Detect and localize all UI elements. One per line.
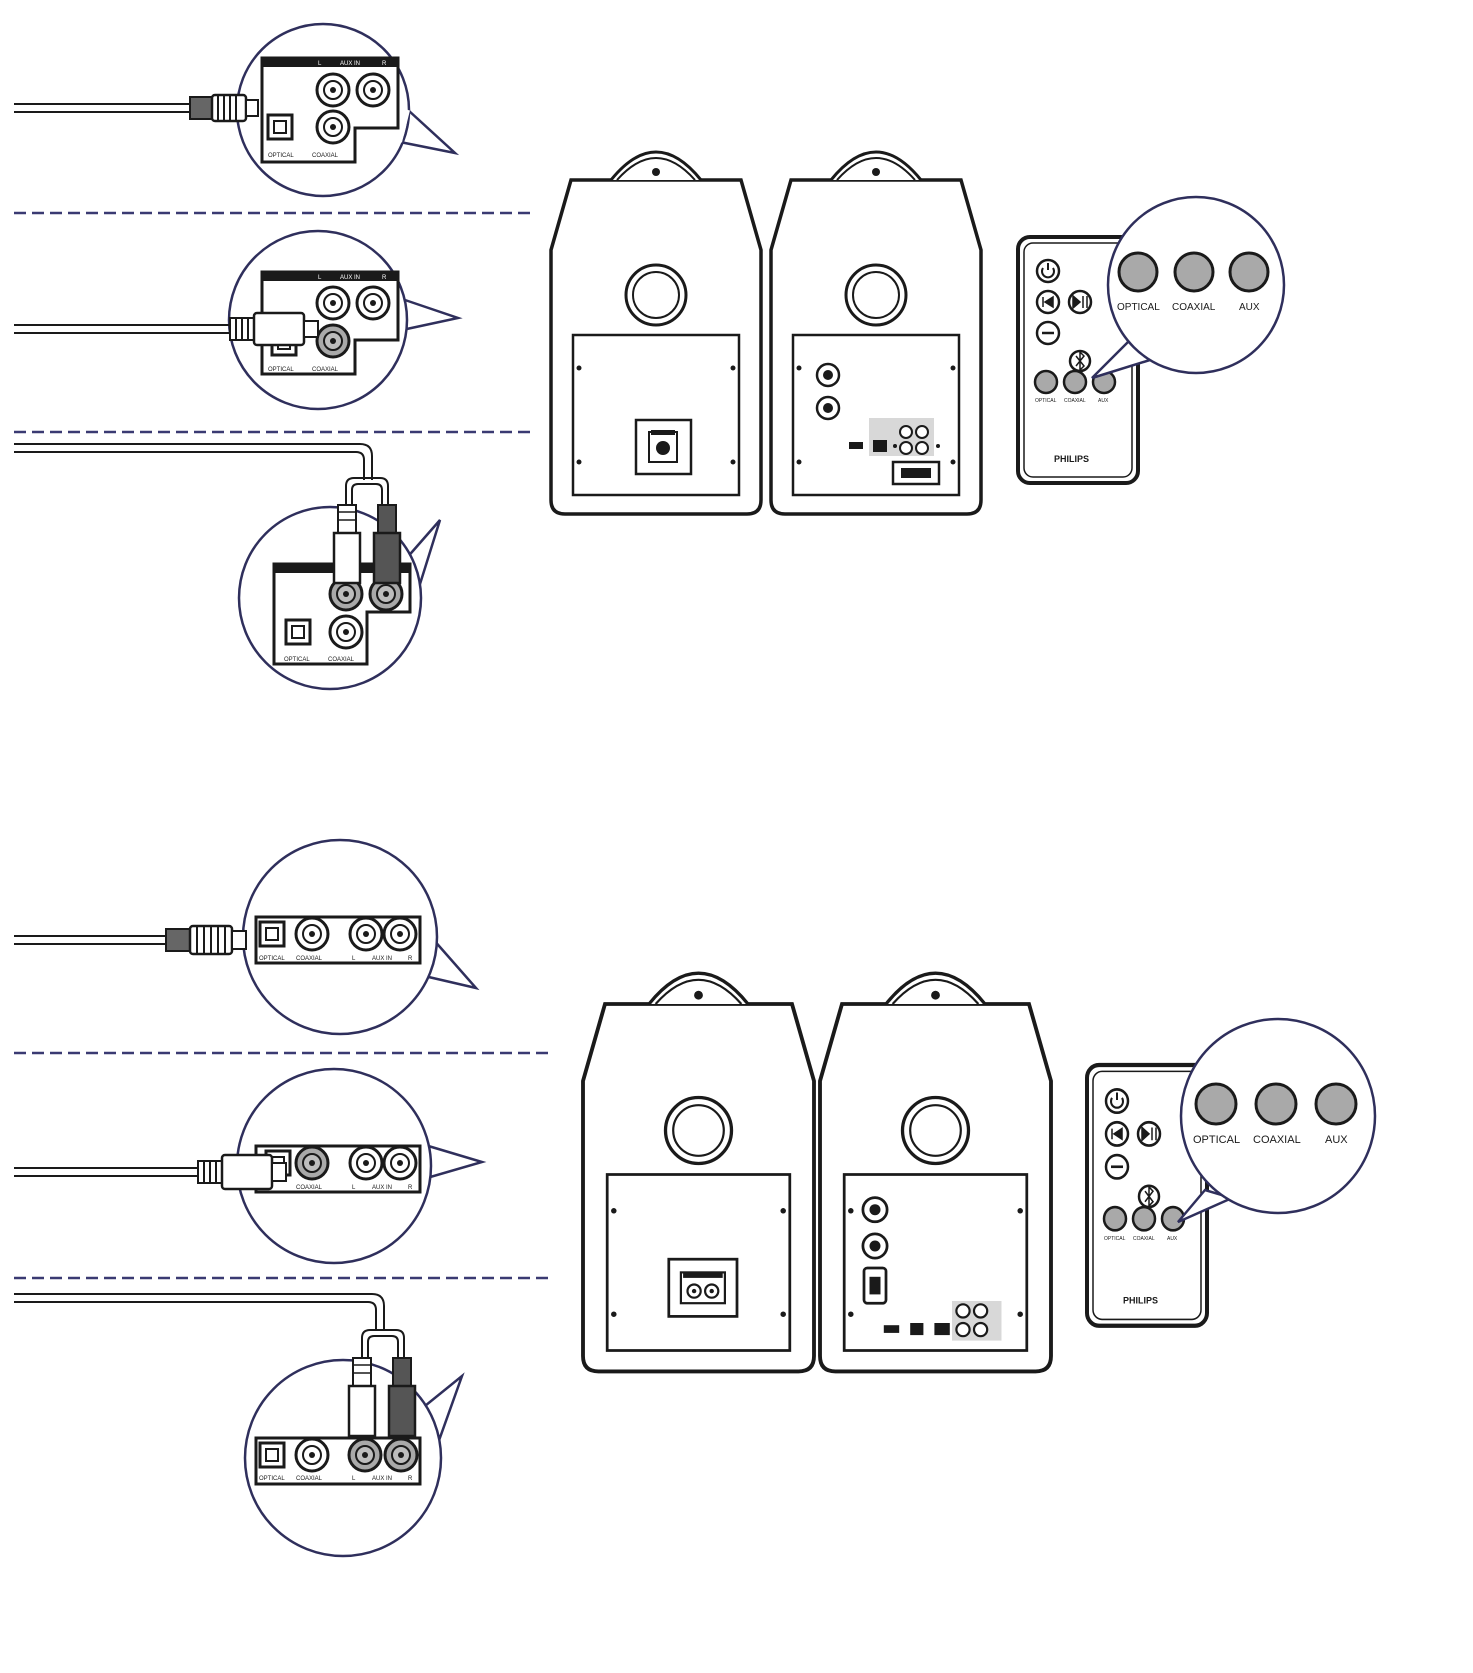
speaker-io-panel bbox=[861, 1196, 1002, 1341]
remote-aux-label: AUX bbox=[1098, 398, 1109, 404]
optical-label: OPTICAL bbox=[268, 367, 294, 373]
aux-in-label: AUX IN bbox=[340, 275, 360, 281]
zoom-optical-label: OPTICAL bbox=[1117, 302, 1160, 313]
aux-source-button-zoomed bbox=[1314, 1082, 1358, 1126]
remote-optical-label: OPTICAL bbox=[1035, 398, 1057, 404]
aux-source-button-zoomed bbox=[1228, 251, 1270, 293]
aux-in-right-label: R bbox=[382, 275, 387, 281]
aux-in-right-label: R bbox=[408, 1476, 413, 1482]
top-section: L AUX IN R OPTICAL COAXIAL L bbox=[14, 22, 1286, 691]
zoom-optical-label: OPTICAL bbox=[1193, 1134, 1240, 1146]
coaxial-source-button-zoomed bbox=[1254, 1082, 1298, 1126]
coaxial-source-button[interactable] bbox=[1131, 1205, 1157, 1232]
optical-source-button[interactable] bbox=[1102, 1205, 1128, 1232]
zoom-coaxial-label: COAXIAL bbox=[1253, 1134, 1301, 1146]
remote-coaxial-label: COAXIAL bbox=[1064, 398, 1086, 404]
optical-plug bbox=[189, 93, 259, 123]
aux-connection-zoom: OPTICAL COAXIAL bbox=[14, 443, 442, 691]
aux-in-label: AUX IN bbox=[372, 956, 392, 962]
remote-coaxial-label: COAXIAL bbox=[1133, 1236, 1155, 1242]
zoom-aux-label: AUX bbox=[1239, 302, 1260, 313]
optical-label: OPTICAL bbox=[268, 153, 294, 159]
aux-in-left-label: L bbox=[318, 275, 322, 281]
optical-plug bbox=[165, 924, 247, 956]
coaxial-label: COAXIAL bbox=[312, 153, 339, 159]
remote-brand: PHILIPS bbox=[1054, 454, 1089, 464]
bottom-section: OPTICAL COAXIAL L AUX IN R COAXIAL L bbox=[14, 838, 1377, 1558]
remote-control-top: OPTICAL COAXIAL AUX PHILIPS OPTICAL COAX… bbox=[1016, 195, 1286, 485]
aux-in-label: AUX IN bbox=[340, 61, 360, 67]
aux-in-right-label: R bbox=[382, 61, 387, 67]
speaker-input-socket bbox=[667, 1257, 739, 1318]
aux-in-left-label: L bbox=[318, 61, 322, 67]
optical-label: OPTICAL bbox=[259, 956, 285, 962]
rca-plug-white bbox=[332, 504, 362, 585]
speaker-pair-bottom bbox=[581, 971, 1053, 1374]
aux-in-left-label: L bbox=[352, 956, 356, 962]
coaxial-label: COAXIAL bbox=[296, 1476, 323, 1482]
coaxial-label: COAXIAL bbox=[312, 367, 339, 373]
zoom-aux-label: AUX bbox=[1325, 1134, 1348, 1146]
speaker-io-panel bbox=[815, 362, 941, 486]
coaxial-label: COAXIAL bbox=[296, 956, 323, 962]
aux-in-label: AUX IN bbox=[372, 1476, 392, 1482]
coaxial-connection-zoom: L AUX IN R OPTICAL COAXIAL bbox=[14, 229, 463, 411]
coaxial-source-button[interactable] bbox=[1062, 369, 1088, 395]
aux-in-left-label: L bbox=[352, 1185, 356, 1191]
speaker-pair-top bbox=[549, 150, 983, 516]
speaker-input-socket bbox=[634, 418, 693, 476]
coaxial-label: COAXIAL bbox=[328, 657, 355, 663]
zoom-coaxial-label: COAXIAL bbox=[1172, 302, 1216, 313]
coaxial-source-button-zoomed bbox=[1173, 251, 1215, 293]
optical-source-button-zoomed bbox=[1117, 251, 1159, 293]
coaxial-plug bbox=[197, 1153, 287, 1191]
coaxial-label: COAXIAL bbox=[296, 1185, 323, 1191]
aux-in-right-label: R bbox=[408, 1185, 413, 1191]
remote-optical-label: OPTICAL bbox=[1104, 1236, 1125, 1242]
optical-connection-zoom: L AUX IN R OPTICAL COAXIAL bbox=[14, 22, 460, 198]
aux-in-right-label: R bbox=[408, 956, 413, 962]
optical-label: OPTICAL bbox=[259, 1476, 285, 1482]
remote-control-bottom: OPTICAL COAXIAL AUX PHILIPS OPTICAL COAX… bbox=[1087, 1017, 1377, 1326]
optical-connection-zoom: OPTICAL COAXIAL L AUX IN R bbox=[14, 838, 480, 1036]
aux-in-left-label: L bbox=[352, 1476, 356, 1482]
optical-source-button-zoomed bbox=[1194, 1082, 1238, 1126]
optical-label: OPTICAL bbox=[284, 657, 310, 663]
aux-in-label: AUX IN bbox=[372, 1185, 392, 1191]
remote-aux-label: AUX bbox=[1167, 1236, 1178, 1242]
remote-brand: PHILIPS bbox=[1123, 1295, 1158, 1305]
rca-plug-red bbox=[387, 1357, 417, 1438]
coaxial-connection-zoom: COAXIAL L AUX IN R bbox=[14, 1067, 487, 1265]
aux-connection-zoom: OPTICAL COAXIAL L AUX IN R bbox=[14, 1293, 465, 1558]
optical-source-button[interactable] bbox=[1033, 369, 1059, 395]
rca-plug-white bbox=[347, 1357, 377, 1438]
coaxial-plug bbox=[229, 311, 319, 347]
rca-plug-red bbox=[372, 504, 402, 585]
